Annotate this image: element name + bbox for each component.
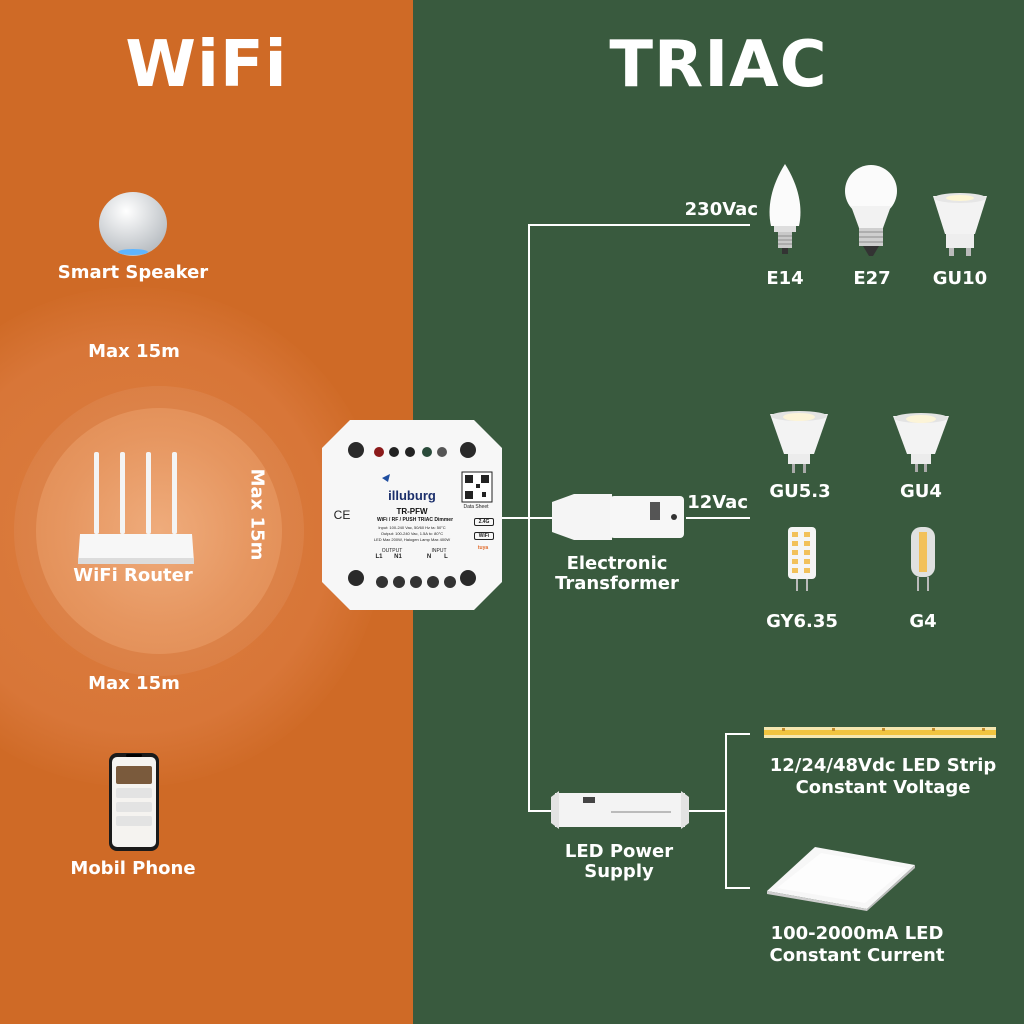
dimmer-wifi-badge: WiFi	[474, 532, 494, 540]
wifi-title: WiFi	[125, 28, 288, 102]
led-panel-icon	[767, 847, 915, 911]
wifi-panel: WiFi Smart Speaker Max 15m Max 15m Max 1…	[0, 0, 413, 1024]
gu5-3-spot-icon	[770, 411, 828, 473]
dimmer-terminal-l1: L1	[375, 554, 383, 560]
triac-title: TRIAC	[609, 28, 828, 102]
bulb-label-e27: E27	[853, 268, 891, 289]
bulb-label-gu10: GU10	[932, 268, 988, 289]
dimmer-tuya-badge: tuya	[477, 545, 489, 551]
electronic-transformer-label-2: Transformer	[555, 573, 679, 594]
wire-dc-vertical	[725, 733, 727, 889]
dimmer-output-label: OUTPUT	[381, 548, 403, 554]
bulb-label-gu5-3: GU5.3	[769, 481, 831, 502]
range-label-bottom: Max 15m	[88, 673, 180, 694]
wifi-router-icon	[78, 452, 194, 564]
bulb-label-g4: G4	[909, 611, 937, 632]
e14-candle-bulb-icon	[769, 164, 801, 254]
wire-dimmer-to-bus	[500, 517, 530, 519]
wire-to-transformer	[528, 517, 553, 519]
gu4-spot-icon	[893, 413, 949, 472]
gy6-35-capsule-icon	[788, 527, 816, 591]
led-panel-label-2: Constant Current	[769, 945, 945, 966]
mobile-phone-label: Mobil Phone	[70, 858, 196, 879]
range-label-side: Max 15m	[246, 468, 268, 561]
dimmer-band-badge: 2.4G	[474, 518, 494, 526]
smart-speaker-label: Smart Speaker	[57, 262, 209, 283]
wire-to-power-supply	[528, 810, 555, 812]
triac-panel: TRIAC 230Vac 12Vac E14 E27 GU10	[413, 0, 1024, 1024]
dimmer-model: TR-PFW	[396, 507, 428, 516]
voltage-12-label: 12Vac	[687, 492, 748, 513]
dimmer-subtitle: WiFi / RF / PUSH TRIAC Dimmer	[376, 517, 454, 523]
smart-speaker-icon	[99, 192, 167, 256]
bulb-label-e14: E14	[766, 268, 804, 289]
led-panel-label-1: 100-2000mA LED	[770, 923, 944, 944]
dimmer-spec-1: Input: 100-240 Vac, 50/60 Hz ta: 50°C	[378, 525, 446, 530]
bulb-label-gu4: GU4	[900, 481, 942, 502]
dimmer-brand: illuburg	[388, 488, 436, 503]
led-power-supply-icon	[551, 791, 689, 829]
dimmer-spec-3: LED Max 200W, Halogen Lamp Max 400W	[373, 537, 451, 542]
dimmer-terminal-n: N	[426, 554, 432, 560]
led-power-supply-label-1: LED Power	[564, 841, 674, 862]
dimmer-terminal-n1: N1	[394, 554, 402, 560]
wire-to-strip	[725, 733, 750, 735]
led-power-supply-label-2: Supply	[584, 861, 654, 882]
gu10-spot-icon	[933, 193, 987, 256]
g4-capsule-icon	[911, 527, 935, 591]
dimmer-terminal-l: L	[444, 554, 448, 560]
range-ring-inner	[36, 408, 282, 654]
wire-12vac	[686, 517, 750, 519]
mobile-phone-icon	[109, 753, 159, 851]
wifi-router-label: WiFi Router	[73, 565, 193, 586]
bulb-label-gy6-35: GY6.35	[766, 611, 838, 632]
wire-power-supply-out	[685, 810, 727, 812]
dimmer-ce-mark: CE	[333, 508, 351, 522]
dimmer-data-sheet: Data Sheet	[463, 504, 489, 510]
wire-230vac	[528, 224, 750, 226]
led-strip-icon	[764, 727, 996, 738]
led-strip-label-1: 12/24/48Vdc LED Strip	[769, 755, 997, 776]
dimmer-input-label: INPUT	[431, 548, 447, 554]
electronic-transformer-icon	[552, 494, 684, 540]
wire-to-panel	[725, 887, 750, 889]
electronic-transformer-label-1: Electronic	[566, 553, 668, 574]
voltage-230-label: 230Vac	[684, 199, 758, 220]
dimmer-spec-2: Output: 100-240 Vac, 1.5A tc: 80°C	[380, 531, 444, 536]
range-label-top: Max 15m	[88, 341, 180, 362]
triac-dimmer-device	[322, 420, 502, 610]
e27-bulb-icon	[845, 165, 897, 256]
led-strip-label-2: Constant Voltage	[795, 777, 971, 798]
